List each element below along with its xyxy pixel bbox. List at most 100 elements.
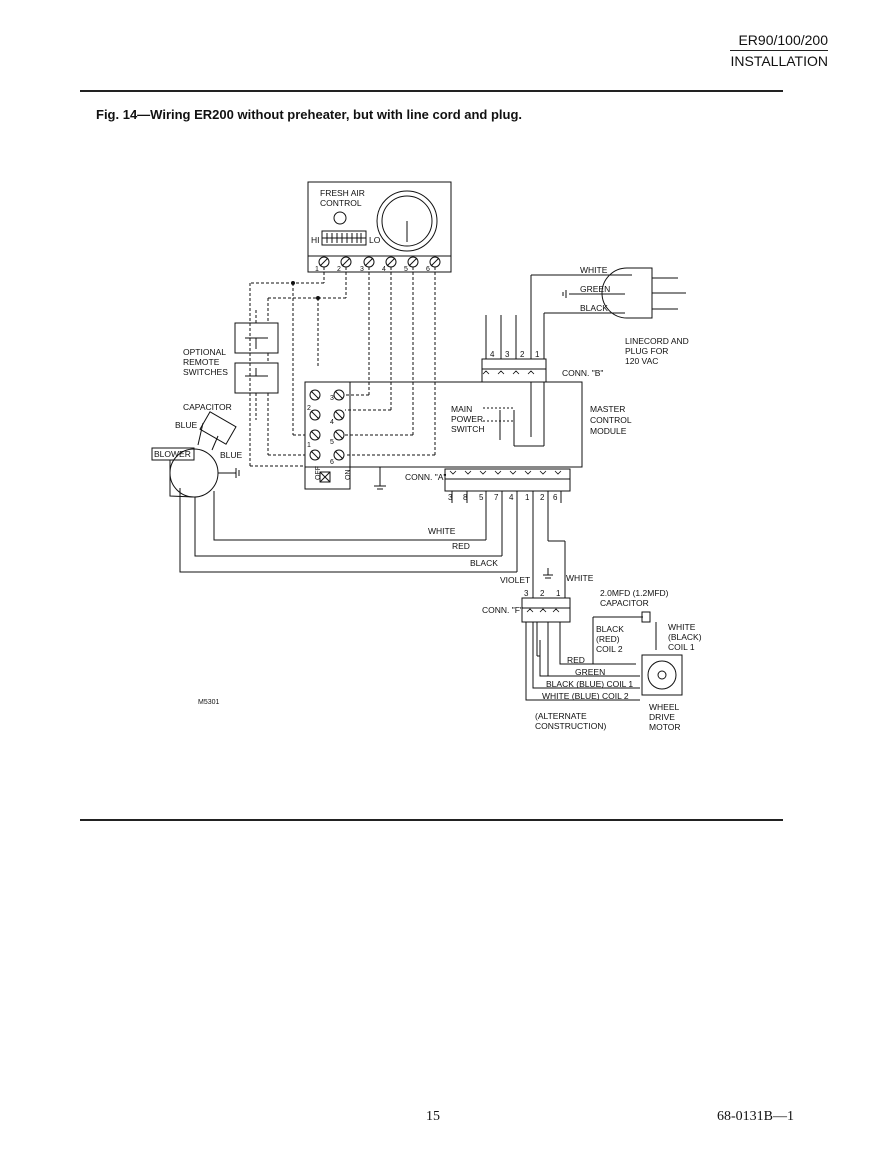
wheel-drive-motor-icon [641, 654, 683, 696]
linecord-label-2: PLUG FOR [625, 346, 668, 356]
conn-a-pin-6: 6 [553, 493, 558, 502]
motor-green-label: GREEN [575, 667, 605, 677]
document-header: ER90/100/200 INSTALLATION [730, 32, 828, 69]
linecord-label-3: 120 VAC [625, 356, 658, 366]
off-label: OFF [315, 466, 322, 480]
fa-terminal-6: 6 [426, 266, 430, 273]
wheel-motor-label-3: MOTOR [649, 722, 680, 732]
terminal-strip [304, 381, 351, 468]
section-title: INSTALLATION [730, 53, 828, 69]
wheel-motor-label-2: DRIVE [649, 712, 675, 722]
strip-terminal-4: 4 [330, 419, 334, 426]
alternate-label-2: CONSTRUCTION) [535, 721, 606, 731]
plug-black-label: BLACK [580, 303, 608, 313]
violet-label: VIOLET [500, 575, 530, 585]
figure-code: M5301 [198, 699, 220, 706]
conn-a-pin-4: 4 [509, 493, 514, 502]
conn-a-label: CONN. "A" [405, 472, 446, 482]
fa-terminal-4: 4 [382, 266, 386, 273]
conn-b-pin-4: 4 [490, 350, 495, 359]
motor-red-label: RED [567, 655, 585, 665]
on-off-switch [304, 466, 351, 490]
coil1-label-3: COIL 1 [668, 642, 695, 652]
strip-terminal-2: 2 [307, 405, 311, 412]
blue-label-1: BLUE [175, 420, 198, 430]
fa-terminal-3: 3 [360, 266, 364, 273]
conn-a-pin-1: 1 [525, 493, 530, 502]
document-number: 68-0131B—1 [717, 1109, 794, 1124]
conn-b-pin-1: 1 [535, 350, 540, 359]
conn-b-block [481, 358, 547, 370]
conn-b-pin-2: 2 [520, 350, 525, 359]
conn-a-block [444, 468, 571, 480]
motor-capacitor-icon [641, 611, 651, 623]
capacitor-label: CAPACITOR [183, 402, 232, 412]
optional-switches-label-2: REMOTE [183, 357, 220, 367]
strip-terminal-6: 6 [330, 459, 334, 466]
motor-white-blue-label: WHITE (BLUE) COIL 2 [542, 691, 629, 701]
conn-a-pin-8: 8 [463, 493, 468, 502]
conn-a-pin-3: 3 [448, 493, 453, 502]
linecord-label-1: LINECORD AND [625, 336, 689, 346]
optional-switches-label-3: SWITCHES [183, 367, 228, 377]
motor-capacitor-label-2: CAPACITOR [600, 598, 649, 608]
capacitor-icon [199, 411, 237, 445]
model-number: ER90/100/200 [730, 32, 828, 51]
blower-label: BLOWER [154, 449, 191, 459]
strip-terminal-5: 5 [330, 439, 334, 446]
coil2-label-1: BLACK [596, 624, 624, 634]
conn-f-pin-2: 2 [540, 589, 545, 598]
figure-caption: Fig. 14—Wiring ER200 without preheater, … [96, 107, 523, 122]
fa-terminal-5: 5 [404, 266, 408, 273]
coil2-label-2: (RED) [596, 634, 620, 644]
remote-switch-2 [234, 362, 279, 394]
fa-terminal-1: 1 [315, 266, 319, 273]
conn-a-pin-7: 7 [494, 493, 499, 502]
white-wire-label: WHITE [428, 526, 456, 536]
fresh-air-knob-icon [376, 190, 438, 252]
conn-b-label: CONN. "B" [562, 368, 603, 378]
module-terminal-screws [309, 389, 345, 461]
lo-label: LO [369, 235, 381, 245]
top-rule [80, 90, 783, 92]
coil1-label-1: WHITE [668, 622, 696, 632]
bottom-rule [80, 819, 783, 821]
hi-label: HI [311, 235, 320, 245]
optional-switches-label-1: OPTIONAL [183, 347, 226, 357]
blue-label-2: BLUE [220, 450, 243, 460]
fresh-air-label-2: CONTROL [320, 198, 362, 208]
fresh-air-label-1: FRESH AIR [320, 188, 365, 198]
conn-a-pin-5: 5 [479, 493, 484, 502]
fresh-air-control-box [307, 181, 452, 273]
diagram-labels: FRESH AIR CONTROL HI LO 1 2 3 4 5 6 OPTI… [154, 188, 702, 732]
main-power-label-1: MAIN [451, 404, 472, 414]
master-module-label-2: CONTROL [590, 415, 632, 425]
conn-f-pin-1: 1 [556, 589, 561, 598]
connector-pin-markers [449, 370, 562, 613]
on-label: ON [345, 470, 352, 481]
strip-terminal-3: 3 [330, 395, 334, 402]
black-wire-label: BLACK [470, 558, 498, 568]
red-wire-label: RED [452, 541, 470, 551]
main-power-label-3: SWITCH [451, 424, 485, 434]
conn-a-pin-2: 2 [540, 493, 545, 502]
coil2-label-3: COIL 2 [596, 644, 623, 654]
motor-black-blue-label: BLACK (BLUE) COIL 1 [546, 679, 633, 689]
conn-f-label: CONN. "F" [482, 605, 523, 615]
master-module-label-1: MASTER [590, 404, 625, 414]
conn-f-block [521, 597, 571, 609]
white-f-label: WHITE [566, 573, 594, 583]
conn-b-pin-3: 3 [505, 350, 510, 359]
master-module-label-3: MODULE [590, 426, 627, 436]
page-number: 15 [426, 1109, 440, 1124]
strip-terminal-1: 1 [307, 442, 311, 449]
fa-terminal-2: 2 [337, 266, 341, 273]
main-power-label-2: POWER [451, 414, 483, 424]
plug-white-label: WHITE [580, 265, 608, 275]
alternate-label-1: (ALTERNATE [535, 711, 587, 721]
fresh-air-indicator-icon [333, 211, 347, 225]
plug-green-label: GREEN [580, 284, 610, 294]
coil1-label-2: (BLACK) [668, 632, 702, 642]
plug-icon [601, 267, 653, 319]
